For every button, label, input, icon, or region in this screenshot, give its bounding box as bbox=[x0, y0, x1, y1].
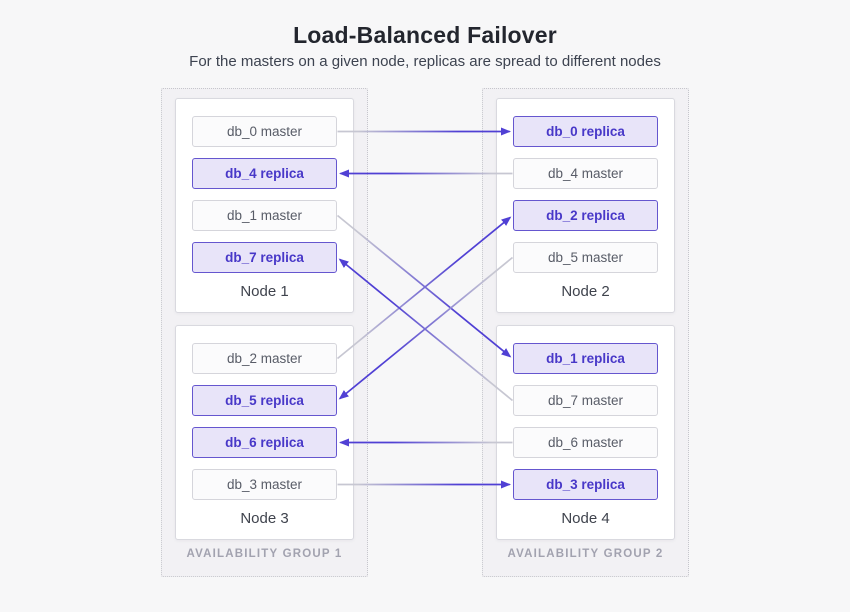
db-item: db_0 replica bbox=[513, 116, 658, 147]
node-3-items: db_2 master db_5 replica db_6 replica db… bbox=[192, 343, 337, 500]
node-card-3: db_2 master db_5 replica db_6 replica db… bbox=[175, 325, 354, 540]
node-1-items: db_0 master db_4 replica db_1 master db_… bbox=[192, 116, 337, 273]
node-card-2: db_0 replica db_4 master db_2 replica db… bbox=[496, 98, 675, 313]
db-item: db_7 master bbox=[513, 385, 658, 416]
db-item: db_3 replica bbox=[513, 469, 658, 500]
db-item: db_0 master bbox=[192, 116, 337, 147]
node-card-4: db_1 replica db_7 master db_6 master db_… bbox=[496, 325, 675, 540]
db-item: db_3 master bbox=[192, 469, 337, 500]
db-item: db_2 replica bbox=[513, 200, 658, 231]
db-item: db_6 replica bbox=[192, 427, 337, 458]
node-title: Node 2 bbox=[561, 282, 610, 300]
db-item: db_2 master bbox=[192, 343, 337, 374]
node-2-items: db_0 replica db_4 master db_2 replica db… bbox=[513, 116, 658, 273]
availability-group-2: db_0 replica db_4 master db_2 replica db… bbox=[482, 88, 689, 577]
db-item: db_4 replica bbox=[192, 158, 337, 189]
node-card-1: db_0 master db_4 replica db_1 master db_… bbox=[175, 98, 354, 313]
node-4-items: db_1 replica db_7 master db_6 master db_… bbox=[513, 343, 658, 500]
availability-group-label: AVAILABILITY GROUP 2 bbox=[507, 548, 664, 560]
db-item: db_4 master bbox=[513, 158, 658, 189]
diagram-subtitle: For the masters on a given node, replica… bbox=[189, 53, 661, 70]
db-item: db_6 master bbox=[513, 427, 658, 458]
db-item: db_5 replica bbox=[192, 385, 337, 416]
availability-group-label: AVAILABILITY GROUP 1 bbox=[186, 548, 343, 560]
node-title: Node 3 bbox=[240, 509, 289, 527]
db-item: db_5 master bbox=[513, 242, 658, 273]
db-item: db_7 replica bbox=[192, 242, 337, 273]
diagram-title: Load-Balanced Failover bbox=[293, 22, 557, 48]
node-title: Node 1 bbox=[240, 282, 289, 300]
node-title: Node 4 bbox=[561, 509, 610, 527]
db-item: db_1 master bbox=[192, 200, 337, 231]
availability-group-1: db_0 master db_4 replica db_1 master db_… bbox=[161, 88, 368, 577]
db-item: db_1 replica bbox=[513, 343, 658, 374]
